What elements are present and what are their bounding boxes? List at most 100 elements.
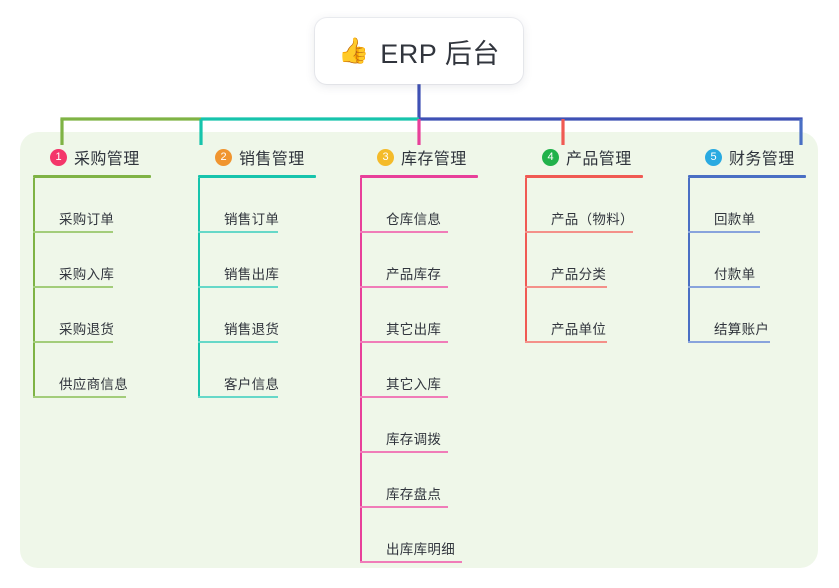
leaf-underline <box>198 286 278 288</box>
leaf-underline <box>198 341 278 343</box>
root-node[interactable]: 👍 ERP 后台 <box>315 18 523 84</box>
leaf-node[interactable]: 产品单位 <box>525 288 643 343</box>
leaf-underline <box>33 341 113 343</box>
leaf-node[interactable]: 库存调拨 <box>360 398 478 453</box>
leaf-node[interactable]: 库存盘点 <box>360 453 478 508</box>
branch-spine <box>525 178 527 343</box>
branch-underline <box>198 175 316 178</box>
leaf-node-label: 销售出库 <box>224 267 280 282</box>
branch-column-3: 3 库存管理仓库信息产品库存其它出库其它入库库存调拨库存盘点出库库明细 <box>360 145 478 563</box>
leaf-node[interactable]: 产品库存 <box>360 233 478 288</box>
branch-number-badge: 1 <box>50 148 67 166</box>
branch-spine <box>198 178 200 398</box>
leaf-underline <box>525 341 607 343</box>
branch-number-badge: 3 <box>377 148 394 166</box>
branch-column-4: 4 产品管理产品（物料） 产品分类产品单位 <box>525 145 643 343</box>
leaf-node-label: 出库库明细 <box>386 542 455 557</box>
leaf-underline <box>198 231 278 233</box>
branch-header-4[interactable]: 4 产品管理 <box>525 145 643 169</box>
branch-number-badge: 4 <box>542 148 559 166</box>
leaf-underline <box>198 396 278 398</box>
branch-title-label: 财务管理 <box>729 151 795 168</box>
leaf-underline <box>688 231 760 233</box>
leaf-list: 仓库信息产品库存其它出库其它入库库存调拨库存盘点出库库明细 <box>360 178 478 563</box>
leaf-list: 采购订单采购入库采购退货供应商信息 <box>33 178 151 398</box>
leaf-node[interactable]: 采购退货 <box>33 288 151 343</box>
leaf-node-label: 结算账户 <box>714 322 770 337</box>
leaf-underline <box>688 341 770 343</box>
leaf-node[interactable]: 仓库信息 <box>360 178 478 233</box>
leaf-node-label: 回款单 <box>714 212 756 227</box>
branch-title-label: 销售管理 <box>239 151 305 168</box>
leaf-node[interactable]: 结算账户 <box>688 288 806 343</box>
leaf-underline <box>360 451 448 453</box>
leaf-node[interactable]: 销售退货 <box>198 288 316 343</box>
branch-spine <box>688 178 690 343</box>
branch-spine <box>360 178 362 563</box>
leaf-underline <box>360 561 462 563</box>
leaf-node[interactable]: 其它出库 <box>360 288 478 343</box>
leaf-node-label: 产品单位 <box>551 322 607 337</box>
leaf-node-label: 产品分类 <box>551 267 607 282</box>
branch-title-label: 库存管理 <box>401 151 467 168</box>
branch-underline <box>360 175 478 178</box>
leaf-node[interactable]: 出库库明细 <box>360 508 478 563</box>
leaf-underline <box>525 231 633 233</box>
branch-number-badge: 5 <box>705 148 722 166</box>
leaf-node-label: 付款单 <box>714 267 756 282</box>
leaf-node[interactable]: 采购入库 <box>33 233 151 288</box>
leaf-underline <box>525 286 607 288</box>
branch-title-label: 采购管理 <box>74 151 140 168</box>
leaf-node[interactable]: 付款单 <box>688 233 806 288</box>
leaf-underline <box>688 286 760 288</box>
branch-underline <box>688 175 806 178</box>
leaf-node[interactable]: 客户信息 <box>198 343 316 398</box>
root-node-label: ERP 后台 <box>380 38 500 69</box>
leaf-underline <box>360 396 448 398</box>
leaf-node[interactable]: 销售出库 <box>198 233 316 288</box>
leaf-node-label: 产品库存 <box>386 267 442 282</box>
branch-header-3[interactable]: 3 库存管理 <box>360 145 478 169</box>
branch-column-5: 5 财务管理回款单付款单结算账户 <box>688 145 806 343</box>
leaf-node-label: 库存调拨 <box>386 432 442 447</box>
leaf-node[interactable]: 其它入库 <box>360 343 478 398</box>
diagram-panel <box>20 132 818 568</box>
root-node-content: 👍 ERP 后台 <box>338 32 500 71</box>
leaf-node-label: 客户信息 <box>224 377 280 392</box>
leaf-list: 回款单付款单结算账户 <box>688 178 806 343</box>
leaf-node-label: 仓库信息 <box>386 212 442 227</box>
leaf-node-label: 其它出库 <box>386 322 442 337</box>
leaf-node-label: 销售退货 <box>224 322 280 337</box>
leaf-list: 产品（物料） 产品分类产品单位 <box>525 178 643 343</box>
leaf-node[interactable]: 回款单 <box>688 178 806 233</box>
leaf-node-label: 库存盘点 <box>386 487 442 502</box>
leaf-node[interactable]: 采购订单 <box>33 178 151 233</box>
branch-header-1[interactable]: 1 采购管理 <box>33 145 151 169</box>
leaf-node-label: 采购退货 <box>59 322 115 337</box>
leaf-node-label: 供应商信息 <box>59 377 128 392</box>
leaf-node[interactable]: 产品（物料） <box>525 178 643 233</box>
leaf-underline <box>33 396 126 398</box>
leaf-node-label: 采购入库 <box>59 267 115 282</box>
branch-header-5[interactable]: 5 财务管理 <box>688 145 806 169</box>
branch-spine <box>33 178 35 398</box>
leaf-node-label: 其它入库 <box>386 377 442 392</box>
leaf-underline <box>360 506 448 508</box>
leaf-underline <box>33 286 113 288</box>
leaf-node[interactable]: 销售订单 <box>198 178 316 233</box>
branch-underline <box>33 175 151 178</box>
leaf-node-label: 采购订单 <box>59 212 115 227</box>
leaf-node[interactable]: 产品分类 <box>525 233 643 288</box>
leaf-underline <box>360 231 448 233</box>
branch-underline <box>525 175 643 178</box>
leaf-underline <box>33 231 113 233</box>
leaf-underline <box>360 286 448 288</box>
thumbs-up-icon: 👍 <box>338 36 370 65</box>
leaf-node-label: 产品（物料） <box>551 212 634 227</box>
leaf-underline <box>360 341 448 343</box>
branch-title-label: 产品管理 <box>566 151 632 168</box>
leaf-node[interactable]: 供应商信息 <box>33 343 151 398</box>
